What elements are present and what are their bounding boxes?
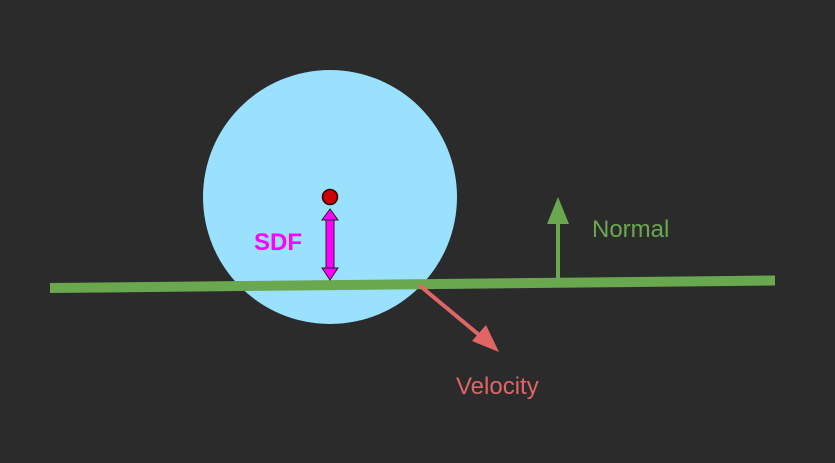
ground-plane	[49, 275, 776, 293]
sdf-arrow	[321, 208, 339, 281]
normal-label: Normal	[592, 216, 669, 243]
velocity-label: Velocity	[456, 373, 539, 400]
sdf-label: SDF	[254, 229, 302, 256]
normal-arrow	[547, 197, 569, 279]
velocity-arrow	[417, 283, 499, 352]
center-point	[321, 188, 339, 206]
